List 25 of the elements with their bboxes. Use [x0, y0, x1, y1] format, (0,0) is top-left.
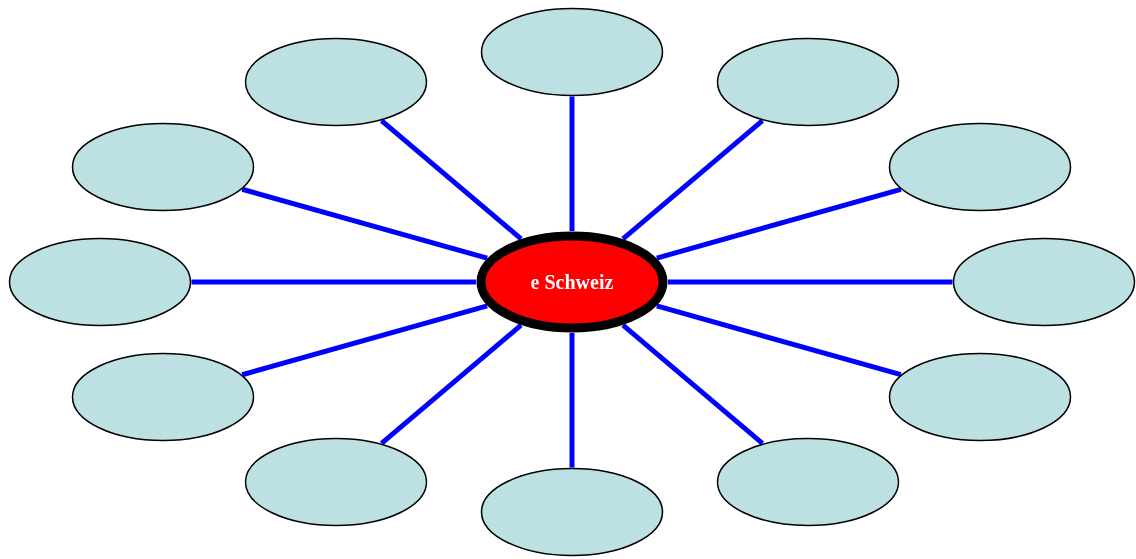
connector-line	[668, 279, 953, 285]
ellipse-node	[717, 38, 899, 126]
connector-line	[241, 303, 488, 378]
ellipse-node	[72, 123, 254, 211]
connector-line	[656, 186, 902, 261]
ellipse-node	[889, 353, 1071, 441]
ellipse-node	[717, 438, 899, 526]
connector-line	[656, 303, 902, 378]
connector-line	[241, 186, 488, 261]
ellipse-node	[889, 123, 1071, 211]
ellipse-node	[481, 468, 663, 556]
node-label: e Schweiz	[530, 270, 614, 294]
connector-line	[569, 333, 575, 468]
ellipse-node	[245, 438, 427, 526]
ellipse-node	[481, 8, 663, 96]
ellipse-node	[72, 353, 254, 441]
ellipse-node	[245, 38, 427, 126]
connector-line	[191, 279, 476, 285]
ellipse-node	[9, 238, 191, 326]
connector-line	[379, 323, 523, 446]
connector-line	[621, 323, 765, 446]
connector-line	[621, 118, 765, 241]
connector-line	[379, 118, 523, 241]
ellipse-node	[953, 238, 1135, 326]
connector-line	[569, 96, 575, 231]
